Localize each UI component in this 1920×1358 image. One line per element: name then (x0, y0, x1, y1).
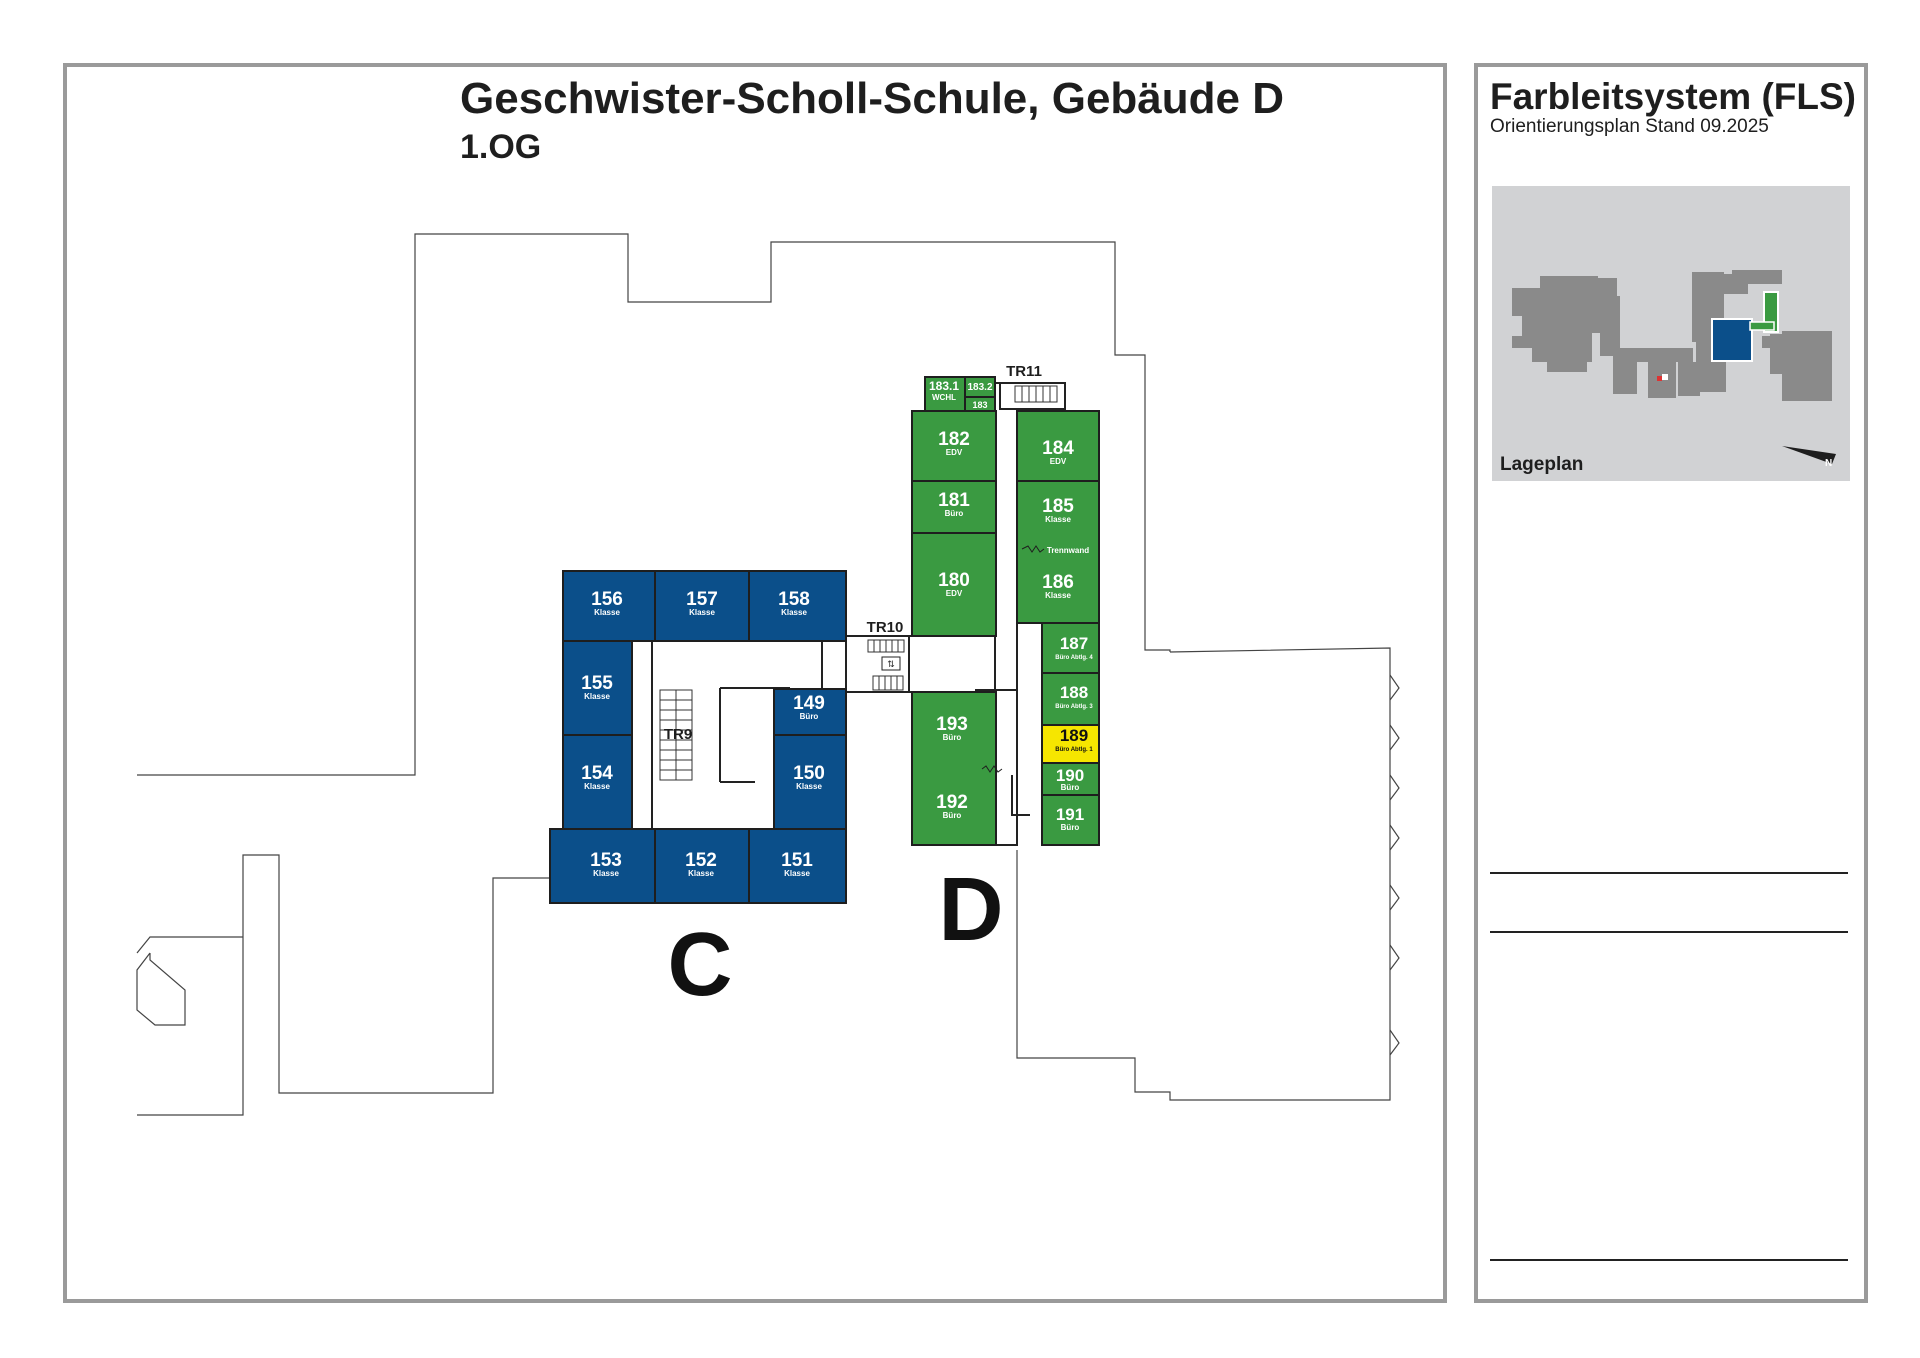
room-number: 191 (1056, 805, 1084, 824)
room-191 (1041, 794, 1100, 846)
partition-label: Trennwand (1047, 546, 1089, 555)
room-152 (654, 828, 750, 904)
room-use: Klasse (781, 608, 807, 617)
room-187 (1041, 622, 1100, 674)
stair-tr11: TR11 (1006, 363, 1042, 380)
room-use: Büro Abtlg. 3 (1055, 704, 1093, 710)
room-use: Büro (1061, 783, 1080, 792)
room-use: Büro (1061, 823, 1080, 832)
building-d-labels: 183.1 WCHL 183.2 183 182 EDV 181 Büro 18… (929, 379, 1093, 832)
svg-text:N: N (1825, 458, 1832, 469)
room-number: 151 (781, 850, 813, 871)
room-154 (562, 734, 633, 830)
room-151 (748, 828, 847, 904)
room-number: 157 (686, 589, 718, 610)
north-arrow-icon (1782, 446, 1836, 464)
room-use: Büro (943, 811, 962, 820)
room-use: Klasse (1045, 591, 1071, 600)
room-use: Büro (943, 733, 962, 742)
room-number-highlight: 189 (1060, 726, 1088, 745)
room-number: 184 (1042, 438, 1074, 459)
room-use: Klasse (584, 782, 610, 791)
room-number: 156 (591, 589, 623, 610)
room-number: 150 (793, 763, 825, 784)
site-plan-buildings (1512, 270, 1832, 401)
site-plan: N (1492, 186, 1850, 481)
room-number: 181 (938, 490, 970, 511)
notes-line-3 (1490, 1259, 1848, 1261)
svg-text:⇅: ⇅ (887, 659, 895, 669)
room-number: 187 (1060, 634, 1088, 653)
room-number: 153 (590, 850, 622, 871)
room-number: 154 (581, 763, 613, 784)
room-number: 185 (1042, 496, 1074, 517)
room-number: 158 (778, 589, 810, 610)
room-use: Klasse (594, 608, 620, 617)
room-number: 180 (938, 570, 970, 591)
room-180 (911, 532, 997, 637)
room-use: EDV (1050, 457, 1067, 466)
floor-plan: 156 Klasse 157 Klasse 158 Klasse 155 Kla… (136, 233, 1400, 1116)
room-188 (1041, 672, 1100, 726)
room-use: EDV (946, 448, 963, 457)
room-use: WCHL (932, 393, 956, 402)
room-use: EDV (946, 589, 963, 598)
room-156 (562, 570, 656, 642)
building-c-labels: 156 Klasse 157 Klasse 158 Klasse 155 Kla… (581, 589, 825, 878)
site-building-c (1711, 318, 1753, 362)
room-use: Klasse (796, 782, 822, 791)
room-158 (748, 570, 847, 642)
room-number: 183 (972, 400, 987, 410)
stair-tr10: TR10 (867, 619, 904, 636)
stair-tr9: TR9 (664, 726, 692, 743)
site-plan-map: N (1512, 270, 1836, 469)
room-use: Klasse (584, 692, 610, 701)
room-number: 149 (793, 693, 825, 714)
elevator-icon: ⇅ (881, 656, 901, 671)
building-d-letter: D (939, 860, 1004, 960)
notes-line-1 (1490, 872, 1848, 874)
stairs (659, 385, 1058, 781)
room-use: Büro (945, 509, 964, 518)
room-189 (1041, 724, 1100, 764)
room-use: Klasse (593, 869, 619, 878)
room-number: 186 (1042, 572, 1074, 593)
stair-labels: TR9 TR10 TR11 (664, 363, 1042, 743)
room-184 (1016, 410, 1100, 482)
room-use: Klasse (784, 869, 810, 878)
building-c-rooms (549, 570, 847, 904)
floor-label: 1.OG (460, 128, 542, 166)
room-number: 152 (685, 850, 717, 871)
fls-title: Farbleitsystem (FLS) (1490, 76, 1856, 117)
room-number: 182 (938, 429, 970, 450)
room-155 (562, 640, 633, 736)
page-title: Geschwister-Scholl-Schule, Gebäude D (460, 74, 1284, 123)
room-number: 192 (936, 792, 968, 813)
room-number: 155 (581, 673, 613, 694)
site-outline (136, 233, 1400, 1116)
room-153 (549, 828, 656, 904)
room-use: Klasse (1045, 515, 1071, 524)
room-number: 193 (936, 714, 968, 735)
lageplan-label: Lageplan (1500, 454, 1584, 475)
room-use: Klasse (688, 869, 714, 878)
building-c-letter: C (668, 915, 733, 1015)
room-149 (773, 688, 847, 736)
fls-subtitle: Orientierungsplan Stand 09.2025 (1490, 116, 1769, 137)
building-d-rooms (911, 376, 1100, 846)
room-number: 183.1 (929, 379, 959, 393)
room-use: Klasse (689, 608, 715, 617)
notes-line-2 (1490, 931, 1848, 933)
room-use: Büro (800, 712, 819, 721)
room-number: 188 (1060, 683, 1088, 702)
room-use-highlight: Büro Abtlg. 1 (1055, 747, 1093, 753)
room-number: 183.2 (967, 382, 992, 393)
you-are-here-marker (1657, 376, 1662, 381)
room-number: 190 (1056, 766, 1084, 785)
room-use: Büro Abtlg. 4 (1055, 655, 1093, 661)
room-157 (654, 570, 750, 642)
